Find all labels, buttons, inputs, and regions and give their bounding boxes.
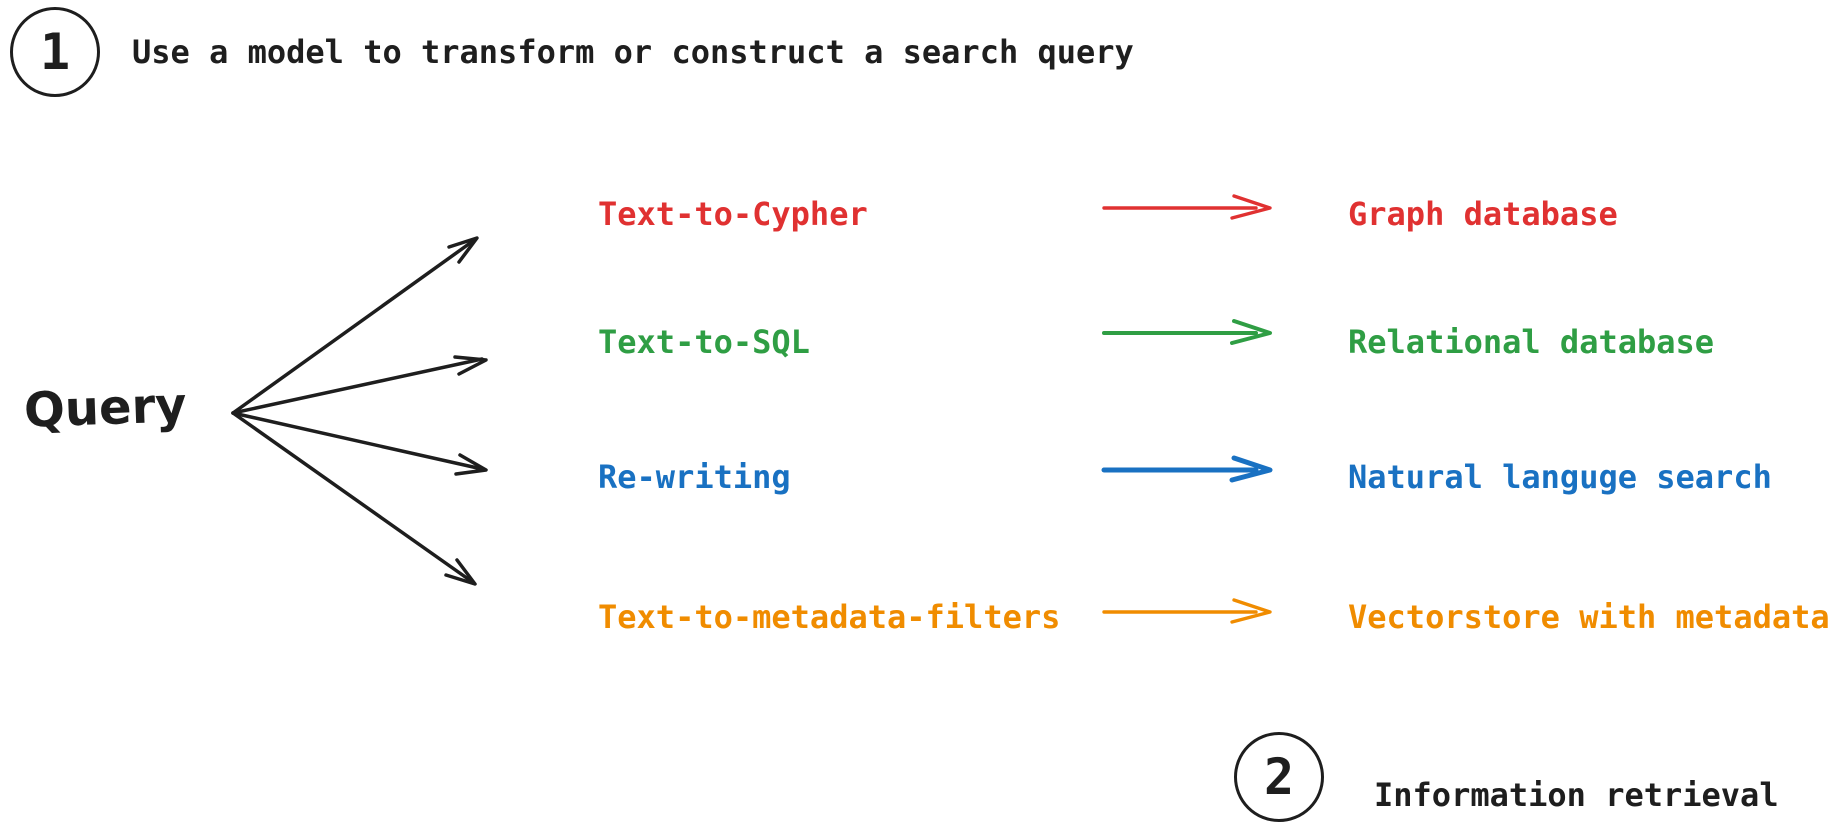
row-arrow-4	[1102, 598, 1272, 624]
fan-arrow-3-shaft	[231, 411, 484, 471]
fan-arrow-group	[231, 236, 488, 586]
target-label-vectorstore-with-metadata: Vectorstore with metadata	[1348, 598, 1830, 636]
fan-arrow-4-head	[444, 558, 477, 586]
target-label-relational-database: Relational database	[1348, 323, 1715, 361]
fan-arrow-3-head	[454, 453, 488, 476]
fan-arrow-1-shaft	[231, 239, 475, 415]
method-label-text-to-cypher: Text-to-Cypher	[598, 195, 868, 233]
step-1-number: 1	[39, 23, 71, 81]
target-label-graph-database: Graph database	[1348, 195, 1618, 233]
row-arrow-1	[1102, 194, 1272, 220]
method-label-re-writing: Re-writing	[598, 458, 791, 496]
step-1-caption: Use a model to transform or construct a …	[132, 33, 1134, 71]
fan-arrow-2-shaft	[231, 357, 484, 415]
method-label-text-to-sql: Text-to-SQL	[598, 323, 810, 361]
step-2-circle: 2	[1234, 732, 1324, 822]
method-label-text-to-metadata-filters: Text-to-metadata-filters	[598, 598, 1061, 636]
step-2-number: 2	[1263, 748, 1295, 806]
target-label-natural-languge-search: Natural languge search	[1348, 458, 1772, 496]
step-2-caption: Information retrieval	[1374, 776, 1779, 814]
fan-arrow-4-shaft	[231, 411, 473, 583]
row-arrow-3	[1101, 455, 1273, 483]
fan-arrow-1-head	[447, 236, 479, 264]
row-arrow-2	[1102, 319, 1272, 345]
fan-arrow-2-head	[453, 355, 488, 376]
query-label: Query	[23, 377, 188, 439]
step-1-circle: 1	[10, 7, 100, 97]
